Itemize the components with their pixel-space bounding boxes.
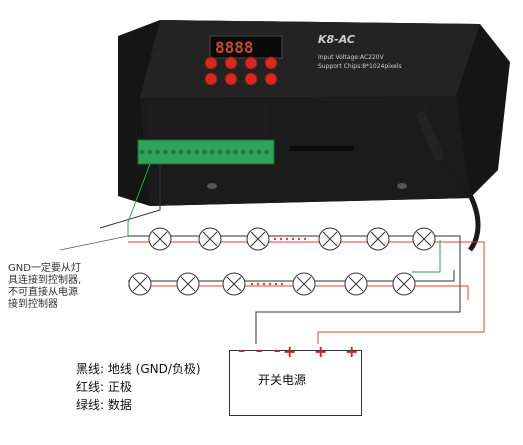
controller-button[interactable] xyxy=(244,72,258,86)
ground-note-line: GND一定要从灯 xyxy=(8,263,81,274)
spec-chips: Support Chips:8*1024pixels xyxy=(318,63,402,70)
terminal-screws xyxy=(139,149,270,155)
controller-button[interactable] xyxy=(264,72,278,86)
lamp xyxy=(366,227,390,251)
lamp-ellipsis xyxy=(250,282,284,286)
terminal-screw xyxy=(248,149,254,155)
ground-note-line: 具连接到控制器, xyxy=(8,275,82,286)
terminal-screw xyxy=(178,149,184,155)
lamp xyxy=(148,227,172,251)
controller-button[interactable] xyxy=(264,56,278,70)
psu-minus-terminals: – – – xyxy=(238,343,284,359)
display-digits: 8888 xyxy=(215,38,254,57)
power-supply-label: 开关电源 xyxy=(258,373,307,387)
ground-note-line: 接到控制器 xyxy=(8,299,58,310)
controller-button[interactable] xyxy=(224,56,238,70)
lamp xyxy=(392,272,416,296)
model-label: K8-AC xyxy=(318,33,355,46)
ground-note: GND一定要从灯 具连接到控制器, 不可直接从电源 接到控制器 xyxy=(8,263,81,311)
lamp xyxy=(412,227,436,251)
terminal-screw xyxy=(256,149,262,155)
terminal-screw xyxy=(241,149,246,155)
card-slot xyxy=(290,146,354,151)
legend-positive: 红线: 正极 xyxy=(76,380,132,394)
row2-positive-return xyxy=(420,285,469,300)
controller-top-panel xyxy=(140,20,480,98)
wire-legend: 黑线: 地线 (GND/负极) 红线: 正极 绿线: 数据 xyxy=(76,360,201,414)
terminal-screw xyxy=(233,149,239,155)
note-pointer xyxy=(59,235,129,251)
controller-device: 8888 K8-AC Input Voltage:AC220V Support … xyxy=(118,20,510,252)
lamp xyxy=(344,272,368,296)
terminal-screw xyxy=(186,149,192,155)
lamp xyxy=(128,272,152,296)
terminal-screw xyxy=(209,149,215,155)
terminal-screw xyxy=(139,149,145,155)
controller-button[interactable] xyxy=(204,56,218,70)
positive-to-psu xyxy=(317,241,485,344)
terminal-screw xyxy=(225,149,231,155)
lamp xyxy=(222,272,246,296)
terminal-screw xyxy=(155,149,161,155)
lamp-ellipsis xyxy=(273,237,307,241)
terminal-screw xyxy=(163,149,168,155)
seven-segment-display xyxy=(209,35,283,59)
power-supply-box xyxy=(229,350,362,416)
lamp xyxy=(246,227,270,251)
terminal-screw xyxy=(170,149,176,155)
lamp xyxy=(292,272,316,296)
lamp-rows xyxy=(128,227,436,296)
ground-note-line: 不可直接从电源 xyxy=(8,287,78,298)
port-label-strip xyxy=(150,104,270,138)
terminal-screw xyxy=(264,149,270,155)
lamp xyxy=(176,272,200,296)
mount-hole-right xyxy=(397,183,407,189)
controller-buttons xyxy=(204,56,278,86)
spec-voltage: Input Voltage:AC220V xyxy=(318,54,385,61)
mount-hole-left xyxy=(207,183,217,189)
ground-wire-controller xyxy=(99,164,161,229)
row2-ground-return xyxy=(420,270,455,282)
controller-button[interactable] xyxy=(204,72,218,86)
psu-plus-terminals: + + + xyxy=(283,342,365,361)
terminal-screw xyxy=(147,149,153,155)
terminal-screw xyxy=(194,149,200,155)
terminal-screw xyxy=(217,149,223,155)
cable-gland xyxy=(415,110,445,162)
ground-to-psu xyxy=(255,235,461,344)
lamp xyxy=(198,227,222,251)
terminal-screw xyxy=(202,149,207,155)
controller-button[interactable] xyxy=(244,56,258,70)
data-link-rows xyxy=(412,240,441,273)
controller-button[interactable] xyxy=(224,72,238,86)
wires xyxy=(59,163,485,344)
data-wire-controller xyxy=(127,163,151,236)
lamp xyxy=(318,227,342,251)
legend-ground: 黑线: 地线 (GND/负极) xyxy=(76,362,201,376)
legend-data: 绿线: 数据 xyxy=(76,398,132,412)
